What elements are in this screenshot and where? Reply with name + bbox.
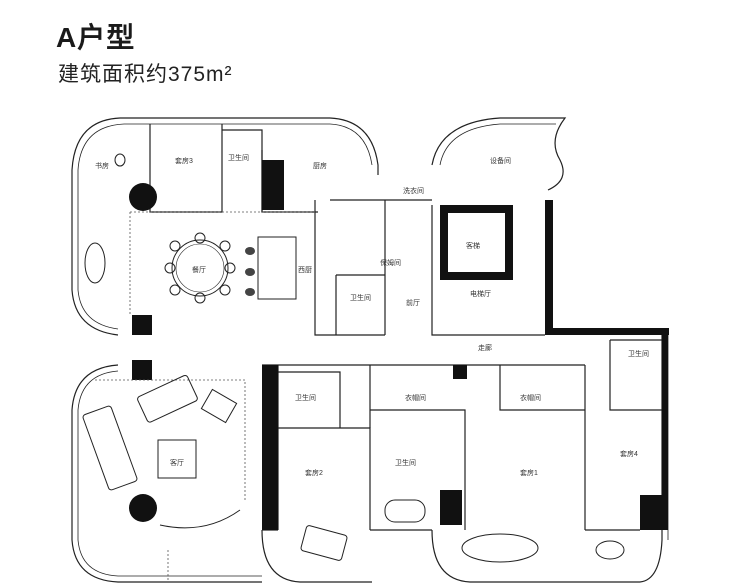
- room-label-dining: 餐厅: [192, 265, 206, 274]
- room-label-suite3: 套房3: [175, 156, 193, 165]
- kitchen-island: [257, 236, 297, 300]
- room-label-study: 书房: [95, 161, 109, 170]
- chair-suite4: [595, 540, 625, 560]
- structural-walls: [132, 160, 669, 530]
- bathtub: [384, 499, 426, 523]
- room-label-elevator-hall: 电梯厅: [470, 289, 491, 298]
- room-label-equipment: 设备间: [490, 156, 511, 165]
- room-label-bath1: 卫生间: [395, 458, 416, 467]
- room-label-guest-elevator: 客梯: [466, 241, 480, 250]
- upper-left-wall: [71, 117, 121, 336]
- room-label-nanny-bath: 卫生间: [350, 293, 371, 302]
- living-sofas: [82, 374, 241, 529]
- bed-suite1: [461, 533, 539, 563]
- room-label-kitchen: 厨房: [313, 161, 327, 170]
- bed-suite2: [300, 525, 348, 561]
- room-label-walkin1: 衣帽间: [405, 393, 426, 402]
- room-label-suite1: 套房1: [520, 468, 538, 477]
- room-label-western-kitchen: 西厨: [298, 266, 312, 274]
- area-label: 建筑面积约375m²: [58, 63, 233, 86]
- lower-left-wall: [71, 364, 262, 583]
- room-label-bath2: 卫生间: [295, 393, 316, 402]
- room-label-laundry: 洗衣间: [403, 186, 424, 195]
- room-label-nanny-room: 保姆间: [380, 258, 401, 267]
- room-label-bath4: 卫生间: [628, 349, 649, 358]
- room-label-suite4: 套房4: [620, 449, 638, 458]
- room-label-corridor: 走廊: [478, 343, 492, 352]
- unit-type-title: A户型: [56, 22, 136, 53]
- room-label-foyer: 前厅: [406, 298, 420, 307]
- upper-outer-wall: [120, 117, 379, 175]
- room-label-walkin2: 衣帽间: [520, 393, 541, 402]
- room-label-suite2: 套房2: [305, 468, 323, 477]
- room-label-living: 客厅: [170, 458, 184, 467]
- room-label-bath3: 卫生间: [228, 153, 249, 162]
- dining-table: [164, 232, 236, 304]
